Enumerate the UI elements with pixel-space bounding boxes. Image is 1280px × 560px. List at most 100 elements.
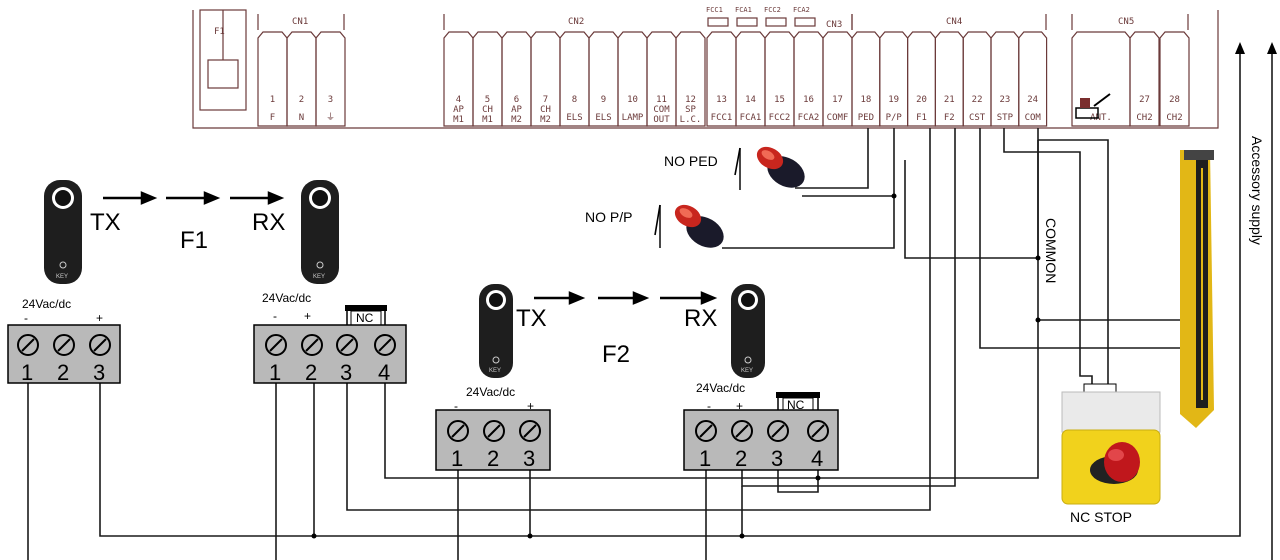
rx2-nc-label: NC bbox=[787, 398, 805, 412]
tx1-term-1: 1 bbox=[21, 360, 33, 385]
terminal-22 bbox=[962, 31, 992, 127]
terminal-1-text-0: 1 bbox=[270, 95, 275, 105]
rx1-key-label: KEY bbox=[313, 274, 325, 280]
tx2-term-3: 3 bbox=[523, 446, 535, 471]
terminal-8 bbox=[559, 31, 590, 127]
tx1-term-3: 3 bbox=[93, 360, 105, 385]
wires bbox=[27, 42, 1277, 560]
terminal-21-text-0: 21 bbox=[944, 95, 955, 105]
terminal-14 bbox=[735, 31, 766, 127]
terminal-14-text-1: FCA1 bbox=[740, 113, 762, 123]
terminal-10 bbox=[617, 31, 648, 127]
tx1-term-2: 2 bbox=[57, 360, 69, 385]
tx2-term-2: 2 bbox=[487, 446, 499, 471]
rx2-key-label: KEY bbox=[741, 368, 753, 374]
rx2-device: KEY bbox=[731, 284, 765, 378]
nc-stop-button: NC STOP bbox=[1061, 383, 1161, 525]
terminal-24-text-0: 24 bbox=[1027, 95, 1038, 105]
terminal-9-text-0: 9 bbox=[601, 95, 606, 105]
cn5-label: CN5 bbox=[1118, 17, 1134, 27]
terminal-7-text-0: 7 bbox=[543, 95, 548, 105]
terminal-12-text-0: 12 bbox=[685, 95, 696, 105]
f1-label: F1 bbox=[180, 227, 208, 254]
terminal-20 bbox=[907, 31, 936, 127]
terminal-15 bbox=[764, 31, 795, 127]
terminal-ant-text-1: ANT. bbox=[1090, 113, 1112, 123]
accessory-supply-label: Accessory supply bbox=[1249, 136, 1265, 245]
terminal-23-text-1: STP bbox=[997, 113, 1014, 123]
photocell-f1: KEY TX F1 RX KEY bbox=[44, 180, 339, 284]
terminal-ant bbox=[1071, 31, 1131, 127]
terminal-18 bbox=[851, 31, 881, 127]
terminal-12-text-2: L.C. bbox=[680, 115, 702, 125]
terminal-11-text-1: COM bbox=[653, 105, 670, 115]
rx1-supply-label: 24Vac/dc bbox=[262, 291, 311, 305]
terminal-13 bbox=[706, 31, 737, 127]
cn1-label: CN1 bbox=[292, 17, 308, 27]
tx2-plus: + bbox=[527, 399, 534, 413]
pp-button-label: NO P/P bbox=[585, 209, 632, 225]
terminal-23 bbox=[990, 31, 1020, 127]
tx2-label: TX bbox=[516, 305, 547, 332]
beam-arrows-f2 bbox=[534, 291, 718, 305]
terminal-4-text-1: AP bbox=[453, 105, 464, 115]
terminal-21-text-1: F2 bbox=[944, 113, 955, 123]
terminal-11-text-0: 11 bbox=[656, 95, 667, 105]
tx1-plus: + bbox=[96, 311, 103, 325]
fca2-top-label: FCA2 bbox=[793, 6, 810, 14]
terminal-24-text-1: COM bbox=[1025, 113, 1042, 123]
terminal-2-text-0: 2 bbox=[299, 95, 304, 105]
cn3-label: CN3 bbox=[826, 20, 842, 30]
terminal-27-text-1: CH2 bbox=[1136, 113, 1152, 123]
rx2-plus: + bbox=[736, 399, 743, 413]
rx1-label: RX bbox=[252, 209, 285, 236]
terminal-15-text-1: FCC2 bbox=[769, 113, 791, 123]
rx2-term-1: 1 bbox=[699, 446, 711, 471]
terminal-28-text-0: 28 bbox=[1169, 95, 1180, 105]
terminal-7-text-2: M2 bbox=[540, 115, 551, 125]
terminal-5-text-1: CH bbox=[482, 105, 493, 115]
terminal-block-tx1: 24Vac/dc - + 1 2 3 bbox=[7, 297, 121, 385]
terminal-block-tx2: 24Vac/dc - + 1 2 3 bbox=[435, 385, 551, 471]
rx1-term-1: 1 bbox=[269, 360, 281, 385]
rx1-term-2: 2 bbox=[305, 360, 317, 385]
photocell-f2: KEY TX F2 RX KEY bbox=[479, 284, 765, 378]
fuse-label: F1 bbox=[214, 27, 225, 37]
tx1-supply-label: 24Vac/dc bbox=[22, 297, 71, 311]
cn4-label: CN4 bbox=[946, 17, 962, 27]
tx1-device: KEY bbox=[44, 180, 82, 284]
terminal-16-text-1: FCA2 bbox=[798, 113, 820, 123]
terminal-22-text-1: CST bbox=[969, 113, 986, 123]
terminal-20-text-1: F1 bbox=[916, 113, 927, 123]
terminal-17-text-0: 17 bbox=[832, 95, 843, 105]
terminal-8-text-1: ELS bbox=[566, 113, 582, 123]
control-board: F1 1F2N3⏚4APM15CHM16APM27CHM28ELS9ELS10L… bbox=[192, 6, 1219, 129]
terminal-16 bbox=[793, 31, 824, 127]
fcc1-top-label: FCC1 bbox=[706, 6, 723, 14]
pp-button: NO P/P bbox=[585, 204, 724, 248]
terminal-22-text-0: 22 bbox=[972, 95, 983, 105]
tx2-supply-label: 24Vac/dc bbox=[466, 385, 515, 399]
antenna-icon bbox=[1075, 93, 1111, 119]
terminal-6-text-2: M2 bbox=[511, 115, 522, 125]
ped-button-label: NO PED bbox=[664, 153, 718, 169]
terminal-6-text-0: 6 bbox=[514, 95, 519, 105]
tx1-key-label: KEY bbox=[56, 274, 68, 280]
rx2-term-3: 3 bbox=[771, 446, 783, 471]
terminal-2-text-1: N bbox=[299, 113, 304, 123]
rx2-term-2: 2 bbox=[735, 446, 747, 471]
rx1-term-3: 3 bbox=[340, 360, 352, 385]
tx2-device: KEY bbox=[479, 284, 513, 378]
terminal-13-text-0: 13 bbox=[716, 95, 727, 105]
terminal-19 bbox=[879, 31, 909, 127]
tx2-key-label: KEY bbox=[489, 368, 501, 374]
terminal-28-text-1: CH2 bbox=[1166, 113, 1182, 123]
terminal-8-text-0: 8 bbox=[572, 95, 577, 105]
terminal-block-rx2: 24Vac/dc - + NC 1 2 3 4 bbox=[683, 381, 839, 471]
rx1-nc-label: NC bbox=[356, 311, 374, 325]
terminal-14-text-0: 14 bbox=[745, 95, 756, 105]
terminal-23-text-0: 23 bbox=[999, 95, 1010, 105]
terminal-1 bbox=[257, 31, 288, 127]
